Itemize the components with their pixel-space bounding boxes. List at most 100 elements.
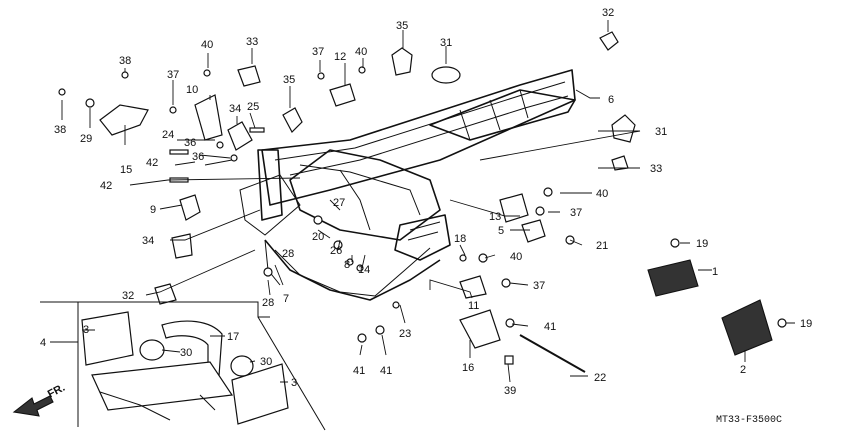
band-31-top xyxy=(431,66,461,84)
callout: 3 xyxy=(83,324,89,336)
callout: 33 xyxy=(650,163,662,175)
callout: 7 xyxy=(283,293,289,305)
plate-13 xyxy=(499,193,529,223)
callout: 40 xyxy=(201,39,213,51)
callout: 22 xyxy=(594,372,606,384)
bolt-39 xyxy=(504,355,514,365)
callout: 37 xyxy=(312,46,324,58)
callout: 31 xyxy=(655,126,667,138)
band-30-right xyxy=(230,355,254,377)
callout: 28 xyxy=(282,248,294,260)
inset-detail xyxy=(12,301,326,431)
callout: 37 xyxy=(167,69,179,81)
callout: 34 xyxy=(229,103,241,115)
callout: 31 xyxy=(440,37,452,49)
callout: 32 xyxy=(122,290,134,302)
callout: 21 xyxy=(596,240,608,252)
callout: 41 xyxy=(544,321,556,333)
callout: 3 xyxy=(291,377,297,389)
pad-3-left xyxy=(81,311,134,366)
callout: 35 xyxy=(283,74,295,86)
diagram-code: MT33-F3500C xyxy=(716,415,782,426)
callout: 12 xyxy=(334,51,346,63)
guide-15 xyxy=(99,104,149,136)
callout: 27 xyxy=(333,197,345,209)
parts xyxy=(58,31,787,373)
bracket-16 xyxy=(459,309,501,349)
pad-3-right xyxy=(231,363,289,425)
callout: 26 xyxy=(330,245,342,257)
callout: 38 xyxy=(119,55,131,67)
direction-mark: FR. xyxy=(46,382,67,401)
callout: 40 xyxy=(510,251,522,263)
clamp-35-left xyxy=(282,107,303,133)
bolt-22 xyxy=(519,334,586,373)
callout: 36 xyxy=(184,137,196,149)
callout: 30 xyxy=(180,347,192,359)
callout: 42 xyxy=(146,157,158,169)
callout: 4 xyxy=(40,337,46,349)
callout: 41 xyxy=(380,365,392,377)
callout: 20 xyxy=(312,231,324,243)
clip-32-lower xyxy=(154,283,177,305)
band-31-right xyxy=(611,114,636,143)
callouts: 32 35 31 33 37 12 40 38 40 37 10 35 34 2… xyxy=(40,7,812,397)
front-arrow-icon xyxy=(12,395,54,417)
plate-10 xyxy=(194,94,223,141)
callout: 39 xyxy=(504,385,516,397)
callout: 40 xyxy=(596,188,608,200)
main-frame xyxy=(239,69,576,301)
callout: 23 xyxy=(399,328,411,340)
callout: 28 xyxy=(262,297,274,309)
callout: 37 xyxy=(533,280,545,292)
bracket-12 xyxy=(329,83,356,107)
callout: 30 xyxy=(260,356,272,368)
callout: 13 xyxy=(489,211,501,223)
callout: 2 xyxy=(740,364,746,376)
callout: 33 xyxy=(246,36,258,48)
callout: 18 xyxy=(454,233,466,245)
callout: 29 xyxy=(80,133,92,145)
callout: 10 xyxy=(186,84,198,96)
bolt-19-b xyxy=(777,318,787,328)
mount-34-lower xyxy=(171,233,193,259)
callout: 8 xyxy=(344,259,350,271)
clip-32-top xyxy=(599,31,619,51)
clamp-35-top xyxy=(391,47,413,76)
callout: 5 xyxy=(498,225,504,237)
bracket-11 xyxy=(459,275,487,299)
callout: 11 xyxy=(468,300,479,312)
callout: 38 xyxy=(54,124,66,136)
callout: 1 xyxy=(712,266,718,278)
callout: 9 xyxy=(150,204,156,216)
bracket-9 xyxy=(179,194,201,221)
callout: 34 xyxy=(142,235,154,247)
tray xyxy=(91,361,234,411)
callout: 37 xyxy=(570,207,582,219)
callout: 25 xyxy=(247,101,259,113)
bracket-5 xyxy=(521,219,546,243)
callout: 32 xyxy=(602,7,614,19)
callout: 16 xyxy=(462,362,474,374)
callout: 41 xyxy=(353,365,365,377)
callout: 35 xyxy=(396,20,408,32)
mount-34-upper xyxy=(227,121,253,151)
clamp-33-top xyxy=(237,65,261,87)
callout: 42 xyxy=(100,180,112,192)
leader-lines xyxy=(50,20,795,383)
callout: 17 xyxy=(227,331,239,343)
bolt-19-a xyxy=(670,238,680,248)
callout: 40 xyxy=(355,46,367,58)
block-2 xyxy=(721,299,773,356)
callout: 15 xyxy=(120,164,132,176)
callout: 19 xyxy=(696,238,708,250)
callout: 36 xyxy=(192,151,204,163)
callout: 19 xyxy=(800,318,812,330)
cover-1 xyxy=(647,259,699,297)
band-30-left xyxy=(139,339,165,361)
callout: 24 xyxy=(162,129,174,141)
callout: 14 xyxy=(358,264,370,276)
callout: 6 xyxy=(608,94,614,106)
